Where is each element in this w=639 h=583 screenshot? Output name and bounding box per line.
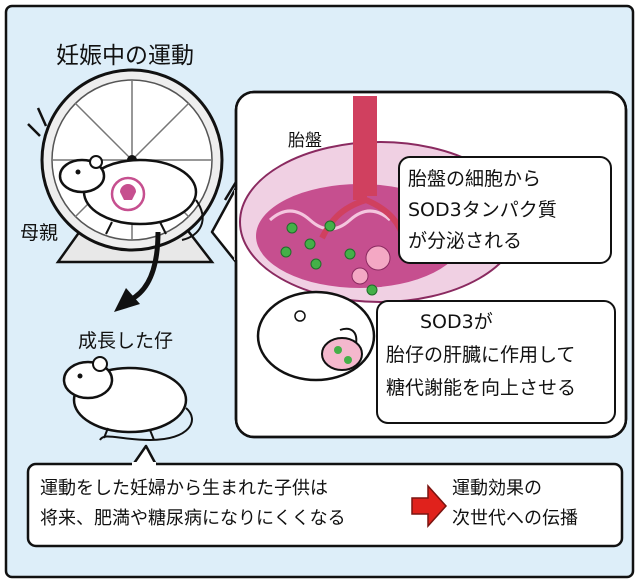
callout-line: が分泌される (408, 230, 523, 252)
summary-line: 将来、肥満や糖尿病になりにくくなる (40, 508, 346, 529)
placenta-label: 胎盤 (288, 131, 322, 151)
summary-box (26, 462, 624, 548)
grown-mouse (62, 356, 193, 442)
mother-label: 母親 (20, 222, 59, 244)
placenta-scene (239, 96, 521, 382)
callout-line: 胎仔の肝臓に作用して (386, 344, 576, 366)
diagram-title: 妊娠中の運動 (56, 43, 194, 69)
callout-line: SOD3タンパク質 (408, 199, 557, 221)
placenta-cells-callout: 胎盤の細胞から SOD3タンパク質 が分泌される (398, 156, 612, 264)
generation-arrow (128, 231, 161, 303)
sod3-effect-callout: SOD3が 胎仔の肝臓に作用して 糖代謝能を向上させる (376, 300, 616, 424)
mother-mouse (58, 155, 204, 241)
callout-line: 糖代謝能を向上させる (386, 377, 577, 399)
summary-line: 運動効果の (452, 478, 542, 499)
callout-line: SOD3が (420, 311, 493, 333)
summary-line: 次世代への伝播 (452, 508, 578, 529)
red-arrow-icon (411, 484, 448, 528)
summary-line: 運動をした妊婦から生まれた子供は (40, 478, 328, 499)
summary-right: 運動効果の 次世代への伝播 (452, 474, 578, 534)
callout-line: 胎盤の細胞から (408, 168, 542, 190)
fetus (256, 290, 376, 382)
summary-left: 運動をした妊婦から生まれた子供は 将来、肥満や糖尿病になりにくくなる (40, 474, 346, 534)
grown-pup-label: 成長した仔 (78, 330, 174, 352)
